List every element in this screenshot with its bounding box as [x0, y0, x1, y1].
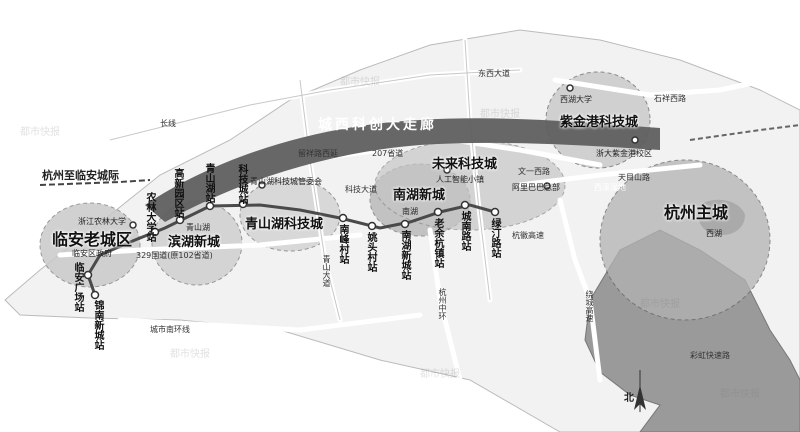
north-label: 北 — [624, 393, 634, 404]
place-label: 临安区政府 — [72, 249, 112, 258]
area-zhucheng — [599, 159, 771, 321]
road-label: 东西大道 — [478, 69, 510, 78]
station-dot — [338, 213, 348, 223]
place-label: 浙大紫金港校区 — [596, 149, 652, 158]
watermark: 都市快报 — [720, 389, 760, 400]
landmark-dots — [129, 84, 639, 229]
area-label-lin-an: 临安老城区 — [52, 230, 133, 249]
station-label: 科技城站 — [236, 164, 247, 204]
watermark: 都市快报 — [170, 349, 210, 360]
road-label: 207省道 — [372, 149, 404, 158]
place-label: 南湖 — [402, 207, 418, 216]
road-label: 天目山路 — [618, 173, 650, 182]
metro-stations — [83, 199, 500, 300]
station-dot — [83, 270, 93, 280]
area-label-nanhu: 南湖新城 — [393, 188, 446, 203]
watermark: 都市快报 — [640, 299, 680, 310]
road-label: 长线 — [160, 119, 176, 128]
road-outlines — [109, 39, 521, 321]
place-label: 青山湖科技城管委会 — [250, 177, 322, 186]
road-label: 绕城高速 — [585, 290, 594, 322]
station-label: 农林大学站 — [144, 192, 155, 242]
station-label: 青山湖站 — [203, 163, 214, 203]
station-label: 城南路站 — [459, 211, 470, 251]
road-label: 文一西路 — [518, 167, 550, 176]
station-dot — [460, 200, 470, 210]
road-label: 石祥西路 — [654, 94, 686, 103]
station-label: 南湖新城站 — [399, 230, 410, 280]
road-label: 城市南环线 — [150, 325, 190, 334]
area-label-zijingang: 紫金港科技城 — [560, 115, 639, 130]
station-label: 高新园区站 — [172, 168, 183, 218]
area-lin-an — [39, 202, 141, 288]
place-label: 阿里巴巴总部 — [512, 183, 560, 192]
watermark: 都市快报 — [340, 77, 380, 88]
corridor-title: 城西科创大走廊 — [318, 117, 437, 133]
station-dot — [490, 207, 500, 217]
station-label: 锦南新城站 — [92, 300, 103, 350]
watermark: 都市快报 — [480, 109, 520, 120]
road-label: 杭州中环 — [438, 288, 447, 320]
road-label: 青山大道 — [322, 255, 331, 287]
intercity-line-label: 杭州至临安城际 — [42, 169, 119, 182]
station-dot — [175, 215, 185, 225]
station-label: 老余杭镇站 — [432, 218, 443, 268]
road-label: 彩虹快速路 — [690, 351, 730, 360]
station-dot — [90, 290, 100, 300]
north-arrow-icon — [634, 370, 646, 412]
place-label: 西溪湿地 — [594, 183, 626, 192]
road-label: 科技大道 — [345, 185, 377, 194]
station-label: 南峰村站 — [337, 224, 348, 264]
place-label: 青山湖 — [186, 223, 210, 232]
station-dot — [367, 221, 377, 231]
road-label: 留祥路西延 — [298, 149, 338, 158]
watermark: 都市快报 — [20, 127, 60, 138]
area-label-weilai: 未来科技城 — [432, 157, 498, 172]
station-label: 姚头村站 — [365, 232, 376, 272]
area-label-binhu: 滨湖新城 — [168, 235, 221, 250]
place-label: 浙江农林大学 — [78, 217, 126, 226]
road-label: 329国道(原102省道) — [136, 251, 213, 260]
area-label-zhucheng: 杭州主城 — [664, 203, 729, 222]
station-label: 临安广场站 — [72, 262, 83, 312]
station-dot — [433, 207, 443, 217]
railway-east — [689, 124, 800, 141]
watermark: 都市快报 — [420, 369, 460, 380]
place-label: 人工智能小镇 — [436, 175, 484, 184]
station-dot — [205, 201, 215, 211]
station-dot — [400, 219, 410, 229]
road-label: 杭徽高速 — [512, 231, 544, 240]
intercity-rail — [39, 179, 151, 186]
area-label-qingshanhu: 青山湖科技城 — [245, 217, 324, 232]
station-dot — [238, 199, 248, 209]
place-label: 西湖 — [706, 229, 722, 238]
corridor-band — [145, 118, 660, 222]
station-label: 绿汀路站 — [489, 218, 500, 258]
station-dot — [150, 227, 160, 237]
place-label: 西湖大学 — [560, 95, 592, 104]
